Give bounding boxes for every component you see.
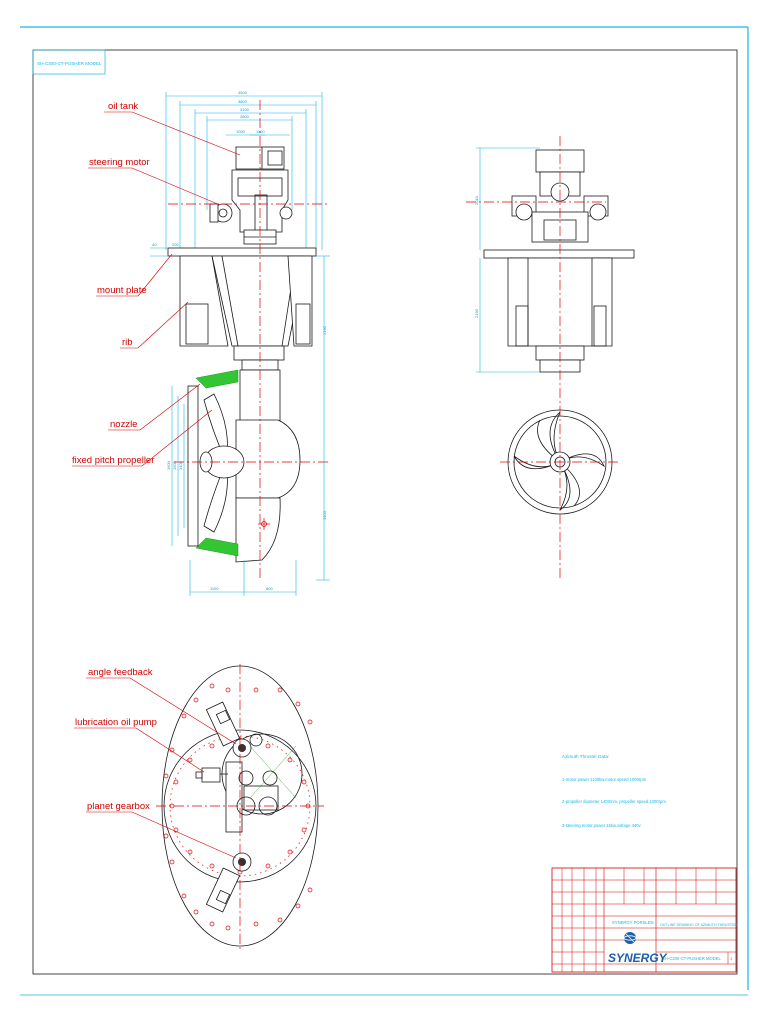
drawing-frame	[32, 49, 738, 975]
svg-text:4500: 4500	[238, 90, 248, 95]
side-view-top-dimensions: 4500 3800 3100 2800 1000 1100	[165, 90, 323, 250]
title-block-company: SYNERGY PORSLEN	[612, 920, 654, 925]
mount-plate	[167, 247, 317, 257]
nozzle	[195, 369, 239, 389]
plan-view-leaders: angle feedback lubrication oil pump plan…	[74, 667, 237, 859]
svg-text:200: 200	[172, 242, 179, 247]
notes-line-3: 3-steering motor power 15kw,voltage 440v	[562, 823, 642, 828]
label-fixed-pitch-propeller: fixed pitch propeller	[72, 455, 154, 466]
steering-motor-housing	[231, 169, 289, 233]
notes-heading: Azimuth Thruster Data:	[562, 754, 609, 759]
svg-text:800: 800	[266, 586, 273, 591]
label-nozzle: nozzle	[110, 419, 137, 430]
plan-view-steering-motors	[205, 701, 252, 913]
svg-text:2010: 2010	[474, 195, 479, 205]
fixed-pitch-propeller	[199, 393, 245, 533]
label-rib: rib	[122, 337, 133, 348]
notes-line-2: 2-propeller diameter 1400mm, propeller s…	[562, 799, 666, 804]
rib	[179, 255, 229, 347]
sheet-trim-lines	[20, 26, 749, 996]
title-block-model: SH-C300-CT-PUSHER MODEL	[662, 956, 722, 961]
title-block-sheet-number: 1	[730, 956, 733, 961]
svg-text:1600: 1600	[166, 460, 171, 470]
svg-text:2800: 2800	[240, 114, 250, 119]
plan-view	[156, 664, 324, 950]
svg-text:1100: 1100	[256, 129, 265, 134]
title-block-drawing-title: OUTLINE DRAWING OF AZIMUTH THRUSTER	[660, 923, 737, 927]
title-block: SYNERGY PORSLEN OUTLINE DRAWING OF AZIMU…	[551, 867, 737, 973]
side-view-left-dimensions: 1600 1500 1400	[166, 386, 185, 546]
lubrication-oil-pump	[201, 767, 221, 783]
label-lubrication-oil-pump: lubrication oil pump	[75, 717, 157, 728]
side-view-leaders: oil tank steering motor mount plate rib …	[72, 101, 241, 467]
notes-line-1: 1-motor power 1100kw,motor speed 1000rpm	[562, 777, 647, 782]
svg-text:3100: 3100	[240, 107, 250, 112]
label-steering-motor: steering motor	[89, 157, 150, 168]
svg-text:40: 40	[152, 242, 157, 247]
thruster-data-notes: Azimuth Thruster Data: 1-motor power 110…	[562, 754, 666, 828]
svg-text:1400: 1400	[322, 510, 327, 520]
svg-text:2190: 2190	[322, 325, 327, 335]
side-view: 4500 3800 3100 2800 1000 1100 40 200	[150, 90, 330, 596]
thruster-cone	[211, 255, 307, 347]
svg-text:1500: 1500	[172, 460, 177, 470]
underwater-pod	[235, 419, 301, 499]
revision-grid	[552, 868, 736, 972]
label-planet-gearbox: planet gearbox	[87, 801, 150, 812]
svg-text:1400: 1400	[178, 460, 183, 470]
title-box: SH-C300-CT-PUSHER MODEL	[32, 49, 106, 75]
label-mount-plate: mount plate	[97, 285, 147, 296]
label-oil-tank: oil tank	[108, 101, 138, 112]
svg-text:1100: 1100	[210, 586, 219, 591]
title-box-text: SH-C300-CT-PUSHER MODEL	[37, 61, 102, 66]
svg-text:3800: 3800	[238, 99, 248, 104]
svg-text:2190: 2190	[474, 308, 479, 318]
label-angle-feedback: angle feedback	[88, 667, 153, 678]
svg-text:1000: 1000	[236, 129, 246, 134]
front-view: 2010 2190	[466, 136, 635, 580]
synergy-logo: SYNERGY	[608, 932, 668, 965]
synergy-brand-text: SYNERGY	[608, 951, 668, 965]
